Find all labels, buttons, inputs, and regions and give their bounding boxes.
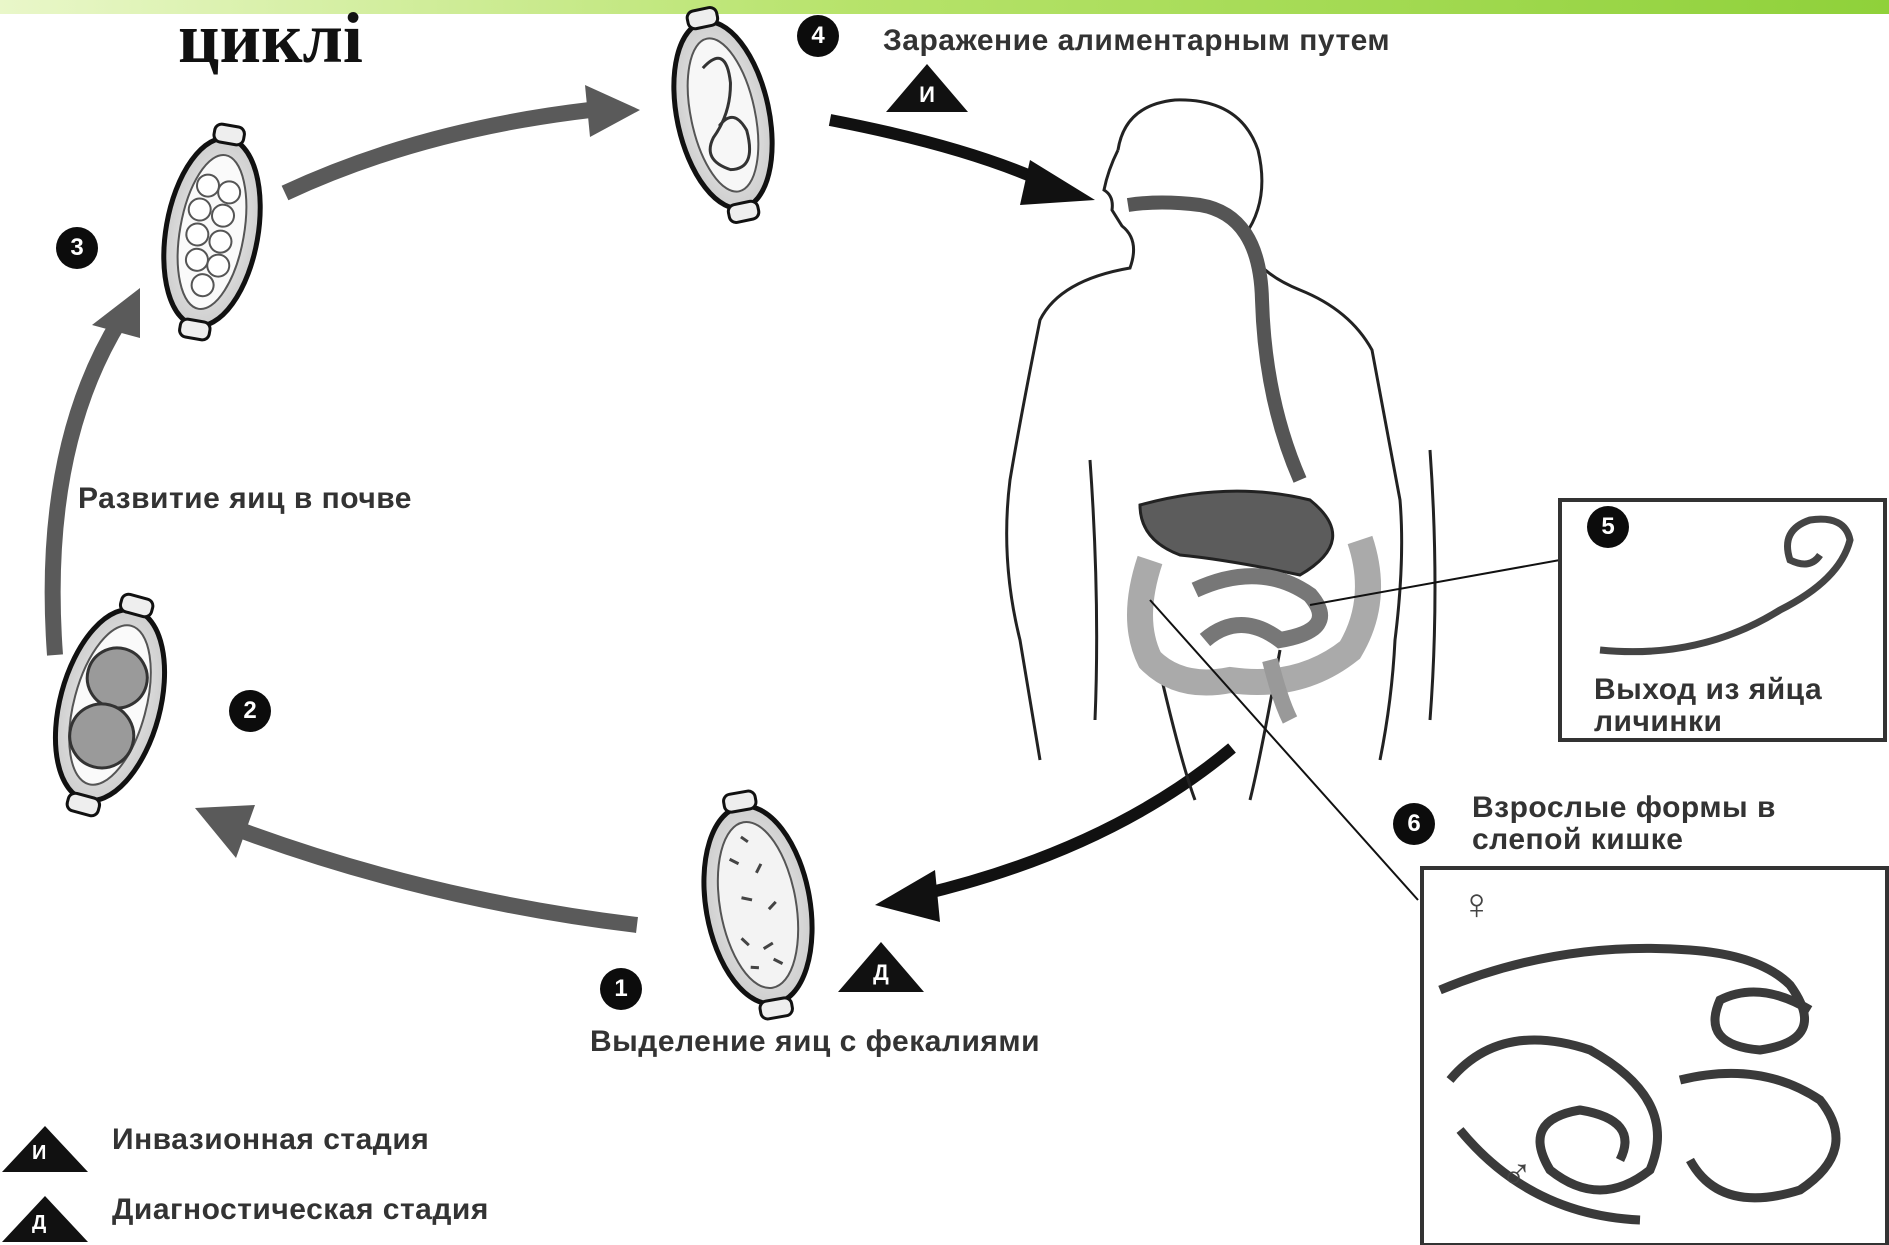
egg-stage-1 (687, 784, 829, 1027)
step-badge-2: 2 (229, 690, 271, 732)
step-badge-5: 5 (1587, 506, 1629, 548)
egg-stage-3 (148, 118, 276, 347)
stage-6-label: Взрослые формы в слепой кишке (1472, 792, 1889, 856)
arrow-4-to-host (830, 120, 1095, 205)
stage-4-label: Заражение алиментарным путем (883, 24, 1390, 58)
arrow-host-to-1 (875, 748, 1232, 922)
step-badge-1: 1 (600, 968, 642, 1010)
stage-1-label: Выделение яиц с фекалиями (590, 1025, 1040, 1059)
step-badge-4: 4 (797, 15, 839, 57)
soil-development-label: Развитие яиц в почве (78, 482, 412, 516)
legend-invasive-letter: И (32, 1142, 46, 1165)
legend-diagnostic-letter: Д (32, 1212, 46, 1235)
stage-5-label: Выход из яйца личинки (1594, 674, 1854, 738)
arrow-1-to-2 (195, 805, 637, 925)
male-symbol: ♂ (1500, 1150, 1533, 1200)
legend: И Инвазионная стадия Д Диагностическая с… (0, 1120, 700, 1245)
egg-stage-4 (656, 0, 791, 230)
legend-diagnostic-label: Диагностическая стадия (112, 1193, 489, 1227)
step-badge-6: 6 (1393, 803, 1435, 845)
step-badge-3: 3 (56, 227, 98, 269)
female-symbol: ♀ (1460, 880, 1493, 930)
invasive-marker-stage-4: И (884, 62, 970, 114)
arrow-3-to-4 (285, 85, 640, 193)
digestive-tract (1128, 203, 1368, 721)
diagnostic-marker-stage-1: Д (836, 940, 926, 994)
legend-invasive-label: Инвазионная стадия (112, 1123, 429, 1157)
